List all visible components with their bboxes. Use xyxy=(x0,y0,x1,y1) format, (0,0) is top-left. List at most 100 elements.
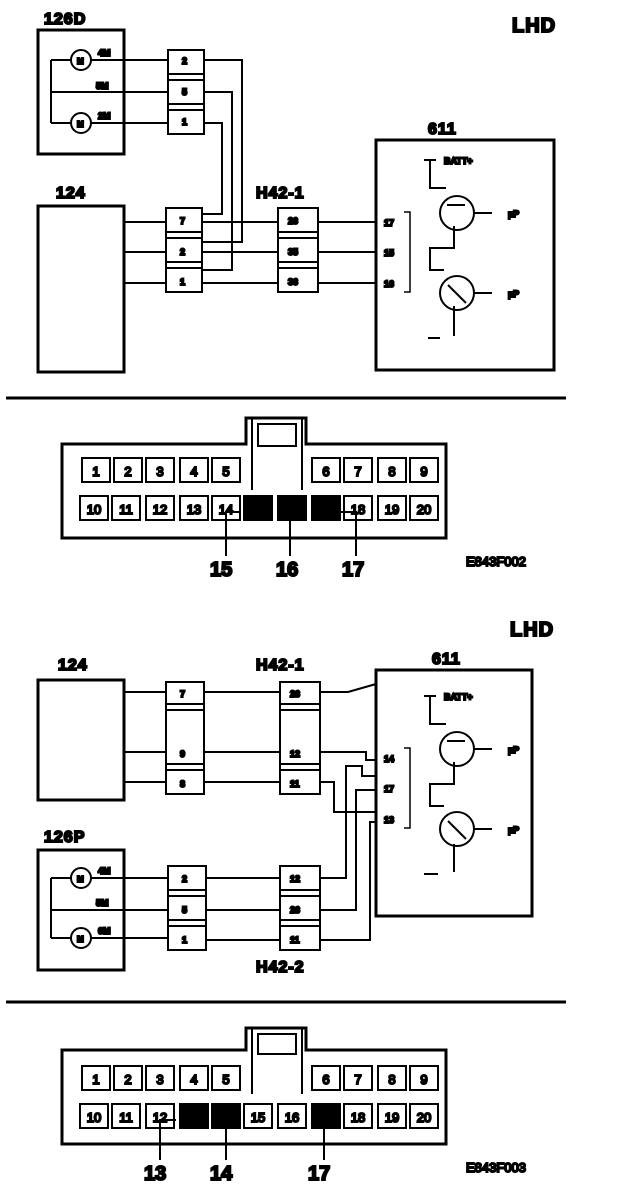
d1-motor-bot-label: 2M xyxy=(98,111,111,121)
d2-h42-2-connector xyxy=(279,865,321,951)
d2-124-pin-1: 7 xyxy=(180,689,185,699)
c1-cavity-number: 11 xyxy=(119,502,133,517)
c2-cavity xyxy=(311,1065,341,1091)
c2-callout-leaders xyxy=(159,1119,325,1160)
c2-cavity xyxy=(277,1103,307,1129)
c1-callout-1: 15 xyxy=(210,559,232,581)
d1-124-pin-2: 2 xyxy=(180,247,185,257)
c2-cavity-number: 19 xyxy=(385,1110,399,1125)
d1-mid-wires xyxy=(202,221,278,284)
svg-text:M: M xyxy=(77,875,84,884)
c1-cavity-used xyxy=(243,495,273,521)
d2-ecu-circuit xyxy=(424,695,455,875)
d2-126-out-wires xyxy=(206,877,280,941)
d1-h42-label: H42-1 xyxy=(256,185,305,202)
c2-cavity-number: 10 xyxy=(87,1110,101,1125)
d1-124-box xyxy=(36,204,126,374)
d2-h42-1-pin-1: 26 xyxy=(290,689,300,699)
d1-motor-mid-label: 5M xyxy=(96,81,109,91)
c2-cavity-used xyxy=(179,1103,209,1129)
c1-cavity-number: 7 xyxy=(354,464,361,479)
d1-ecu-wires xyxy=(318,221,376,284)
d1-h42-pin-2: 35 xyxy=(288,247,298,257)
d1-up-label-top: µP xyxy=(508,209,519,219)
c1-cavity xyxy=(311,457,341,483)
d2-124-box xyxy=(36,678,126,802)
d2-batt-label: BATT+ xyxy=(444,692,473,702)
d2-h42-1-wire-b xyxy=(320,751,376,761)
c1-cavity-number: 4 xyxy=(190,464,197,479)
d2-transistor-top xyxy=(439,731,475,767)
d1-124-label: 124 xyxy=(56,185,86,202)
c2-cavity xyxy=(145,1065,175,1091)
d2-h42-2-label: H42-2 xyxy=(256,959,305,976)
d2-126-pin-2: 5 xyxy=(182,905,187,915)
d1-up-label-bot: µP xyxy=(508,289,519,299)
d2-h42-1-label: H42-1 xyxy=(256,657,305,674)
c1-cavity xyxy=(145,457,175,483)
d2-126-label: 126P xyxy=(44,829,85,846)
d1-611-label: 611 xyxy=(428,121,457,138)
c1-cavity-number: 14 xyxy=(219,502,233,517)
d2-ecu-pin-3: 13 xyxy=(384,815,394,825)
c1-cavity-used xyxy=(311,495,341,521)
c1-cavity xyxy=(179,457,209,483)
d2-ecu-pin-1: 14 xyxy=(384,754,394,764)
c1-cavity xyxy=(211,457,241,483)
d2-up-label-top: µP xyxy=(508,745,519,755)
svg-text:M: M xyxy=(77,120,84,129)
c1-cavity-number: 12 xyxy=(153,502,167,517)
c2-cavity-number: 11 xyxy=(119,1110,133,1125)
c1-callout-leaders xyxy=(225,511,357,556)
d1-motor-top: M xyxy=(70,49,92,71)
c2-cavity xyxy=(113,1065,143,1091)
d2-motor-bot: M xyxy=(70,927,92,949)
c2-cavity xyxy=(79,1103,109,1129)
d1-transistor-top xyxy=(439,195,475,231)
c2-cavity xyxy=(377,1103,407,1129)
d2-h42-1-pin-2: 12 xyxy=(290,749,300,759)
d2-124-pin-3: 8 xyxy=(180,779,185,789)
c2-cavity xyxy=(409,1065,439,1091)
d1-ecu-pin-3: 16 xyxy=(384,279,394,289)
c1-cavity-number: 20 xyxy=(417,502,431,517)
d1-124-pin-3: 1 xyxy=(180,277,185,287)
c1-cavity xyxy=(409,457,439,483)
d2-h42-1-wire-c xyxy=(320,781,376,813)
d1-ecu-circuit xyxy=(424,159,455,339)
c2-cavity-number: 6 xyxy=(322,1072,329,1087)
c2-cavity xyxy=(343,1103,373,1129)
c1-cavity-number: 3 xyxy=(156,464,163,479)
d2-124-pin-2: 9 xyxy=(180,749,185,759)
d2-611-box xyxy=(374,668,534,918)
d2-h42-2-wire-b xyxy=(320,789,376,911)
d1-126-pin-1: 2 xyxy=(182,56,187,66)
c1-cavity xyxy=(179,495,209,521)
c2-cavity-number: 9 xyxy=(420,1072,427,1087)
c2-cavity-number: 15 xyxy=(251,1110,265,1125)
c2-cavity-number: 1 xyxy=(92,1072,99,1087)
d1-h42-connector xyxy=(277,207,319,293)
d1-611-box xyxy=(374,138,556,372)
d2-motor-top: M xyxy=(70,867,92,889)
d2-up-label-bot: µP xyxy=(508,825,519,835)
c1-cavity-number: 18 xyxy=(351,502,365,517)
d2-h42-2-pin-3: 11 xyxy=(290,935,300,945)
d2-region-label: LHD xyxy=(510,619,554,641)
d2-h42-1-connector xyxy=(279,681,321,795)
d1-cross-wire-a xyxy=(202,59,243,243)
d1-126-pin-3: 1 xyxy=(182,117,187,127)
d1-124-pin-1: 7 xyxy=(180,216,185,226)
svg-text:M: M xyxy=(77,57,84,66)
d2-126-connector xyxy=(167,865,207,951)
d2-ecu-pin-2: 17 xyxy=(384,784,394,794)
c2-cavity xyxy=(243,1103,273,1129)
c2-cavity-number: 3 xyxy=(156,1072,163,1087)
c1-cavity-number: 9 xyxy=(420,464,427,479)
d2-124-wires xyxy=(124,691,280,783)
c2-cavity-number: 8 xyxy=(388,1072,395,1087)
d2-126-wires xyxy=(50,877,168,939)
d2-h42-1-wire-a xyxy=(320,683,377,693)
d1-124-connector xyxy=(165,207,203,293)
d2-126-pin-3: 1 xyxy=(182,935,187,945)
